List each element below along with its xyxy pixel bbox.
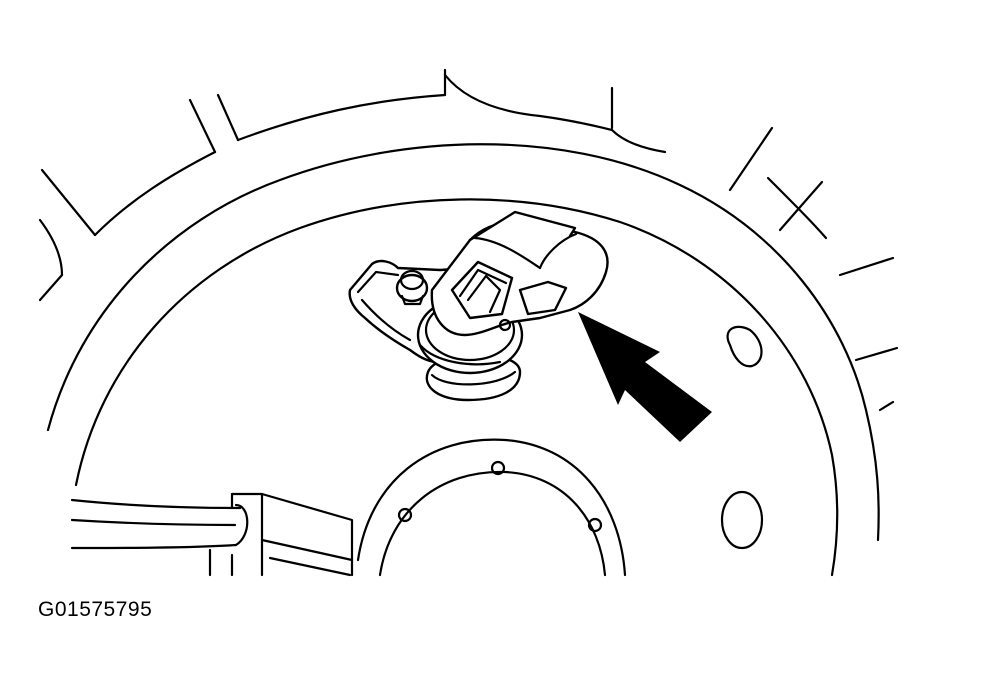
mount-bolt xyxy=(397,271,427,304)
housing-main-arcs xyxy=(48,144,879,575)
engine-bracket xyxy=(72,494,352,575)
arrow-icon xyxy=(578,312,712,442)
hub-assembly xyxy=(358,440,625,575)
sensor-location-diagram xyxy=(0,0,999,580)
camshaft-sensor xyxy=(350,212,608,400)
figure-id: G01575795 xyxy=(38,598,153,621)
housing-outer-rim xyxy=(40,70,897,410)
flange-holes xyxy=(722,327,762,548)
